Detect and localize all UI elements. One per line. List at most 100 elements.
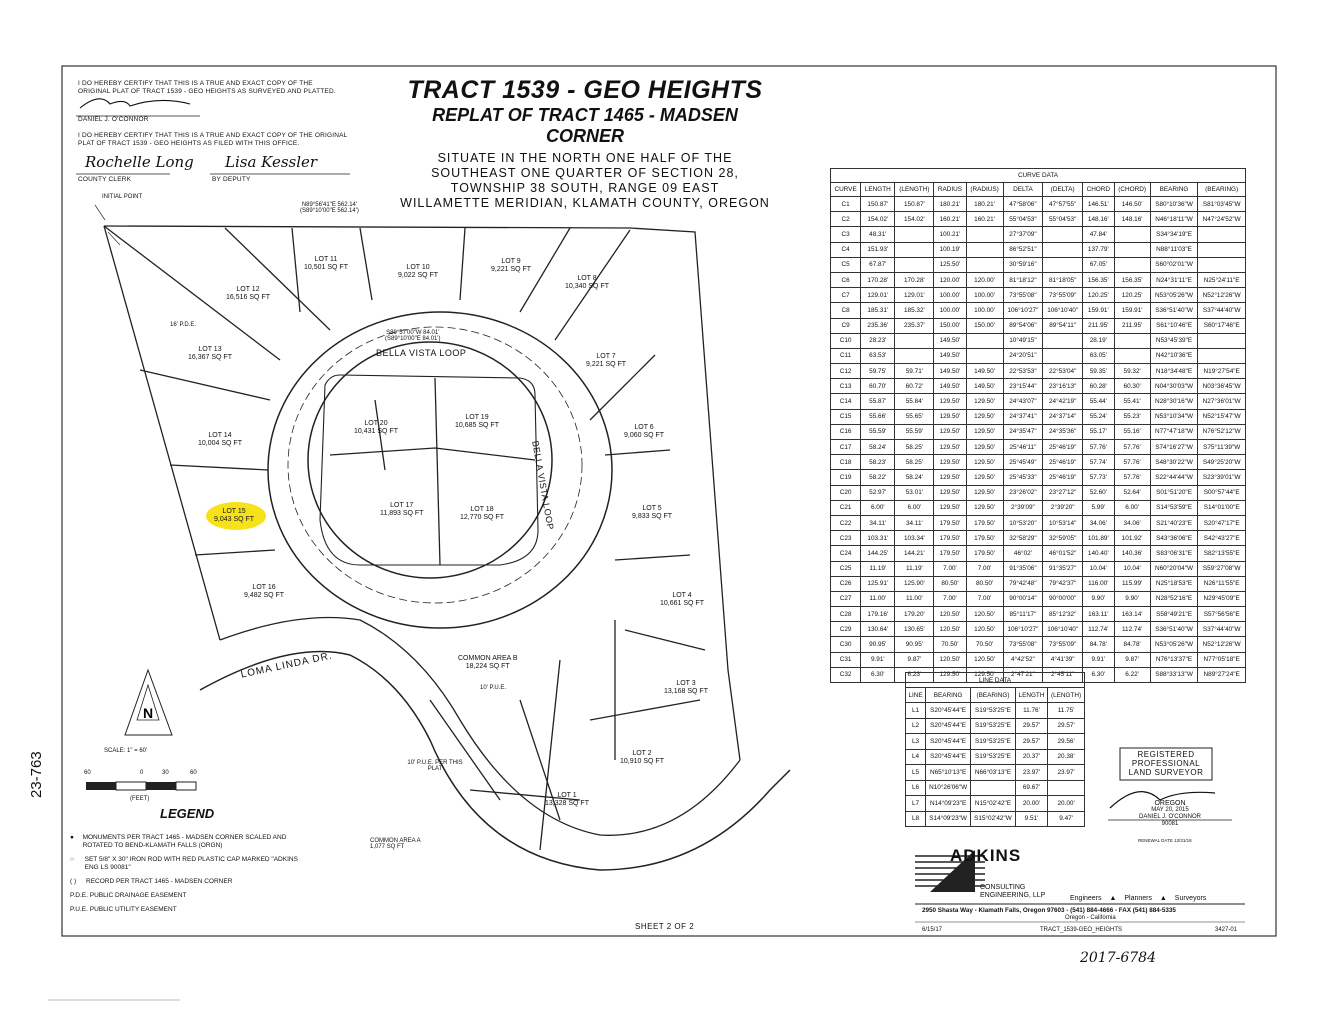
curve-cell: C13: [829, 378, 862, 395]
scale-bar: [86, 781, 197, 791]
curve-cell: 235.36': [860, 317, 896, 334]
curve-cell: 55.44': [1082, 393, 1115, 410]
curve-cell: C15: [829, 408, 862, 425]
curve-cell: 130.65': [894, 621, 935, 638]
lot-14-area: 10,004 SQ FT: [198, 440, 242, 447]
curve-cell: 129.50': [933, 438, 967, 456]
line-header-cell: (LENGTH): [1047, 687, 1085, 703]
curve-cell: 129.50': [965, 484, 1004, 501]
curve-cell: 22°53'53": [1002, 363, 1044, 380]
inner-bearing: S89°57'00"W 84.01' (S89°10'00"E 84.01'): [385, 330, 441, 342]
curve-cell: C11: [829, 347, 862, 365]
curve-cell: 120.25': [1113, 287, 1151, 304]
curve-cell: 59.71': [894, 363, 935, 380]
curve-cell: 24°37'41": [1002, 408, 1044, 425]
curve-cell: 129.50': [965, 393, 1004, 410]
line-cell: S15°02'42"W: [970, 810, 1016, 827]
lot-11-area: 10,501 SQ FT: [304, 264, 348, 271]
curve-cell: 55.84': [894, 393, 935, 410]
curve-cell: 59.32': [1113, 363, 1151, 380]
curve-cell: 57.76': [1113, 454, 1151, 471]
line-cell: S14°09'23"W: [925, 810, 972, 827]
curve-cell: 9.87': [1113, 651, 1151, 668]
curve-cell: C20: [829, 484, 862, 501]
curve-cell: 73°55'09": [1042, 636, 1084, 653]
curve-cell: 6.30': [1082, 666, 1115, 684]
curve-cell: S14°01'00"E: [1197, 499, 1246, 516]
curve-header-cell: CURVE: [829, 182, 862, 197]
lot-1-name: LOT 1: [557, 792, 577, 799]
lot-7-name: LOT 7: [596, 353, 616, 360]
curve-cell: 55.66': [860, 408, 896, 425]
line-cell: L7: [904, 795, 927, 812]
curve-cell: 148.16': [1082, 211, 1115, 228]
curve-cell: 81°18'05": [1042, 271, 1084, 289]
curve-cell: 130.64': [860, 621, 896, 638]
curve-cell: 11.19': [860, 560, 896, 577]
curve-cell: 53.01': [894, 484, 935, 501]
sheet-border: [61, 65, 1277, 937]
line-cell: 9.51': [1014, 810, 1049, 827]
title-block: TRACT 1539 - GEO HEIGHTS REPLAT OF TRACT…: [395, 76, 775, 211]
lot-6-name: LOT 6: [634, 424, 654, 431]
lot-2-name: LOT 2: [632, 750, 652, 757]
curve-cell: 47°58'06": [1002, 195, 1044, 213]
curve-cell: 60.30': [1113, 378, 1151, 395]
lot-2-area: 10,910 SQ FT: [620, 758, 664, 765]
curve-cell: 85°11'17": [1002, 606, 1044, 623]
curve-cell: 86°52'51": [1002, 241, 1044, 258]
curve-cell: C2: [829, 211, 862, 228]
curve-cell: 32°58'29": [1002, 530, 1044, 547]
curve-cell: 149.50': [965, 363, 1004, 380]
curve-cell: S80°10'36"W: [1149, 195, 1199, 213]
curve-cell: C10: [829, 332, 862, 349]
line-cell: S19°53'25"E: [970, 717, 1016, 734]
curve-cell: 57.76': [1113, 438, 1151, 456]
curve-cell: 185.32': [894, 302, 935, 319]
curve-cell: 185.31': [860, 302, 896, 319]
curve-cell: 179.50': [965, 530, 1004, 547]
curve-cell: 57.76': [1082, 438, 1115, 456]
curve-cell: 170.28': [860, 271, 896, 289]
lot-4-area: 10,661 SQ FT: [660, 600, 704, 607]
curve-cell: [894, 256, 935, 273]
curve-cell: 52.97': [860, 484, 896, 501]
common-area-a-label: COMMON AREA A 1,077 SQ FT: [370, 838, 421, 850]
footer-job: 3427-01: [1215, 927, 1238, 933]
lot-20-name: LOT 20: [364, 420, 388, 427]
curve-cell: 106°10'40": [1042, 621, 1084, 638]
curve-cell: 140.36': [1113, 545, 1151, 562]
curve-cell: N47°24'52"W: [1197, 211, 1246, 228]
curve-cell: 2°39'09": [1002, 499, 1044, 516]
curve-cell: 34.11': [894, 514, 935, 532]
situate-1: SITUATE IN THE NORTH ONE HALF OF THE: [437, 151, 733, 165]
curve-cell: 59.35': [1082, 363, 1115, 380]
legend-item-text: SET 5/8" X 30" IRON ROD WITH RED PLASTIC…: [84, 856, 298, 871]
curve-cell: 84.78': [1113, 636, 1151, 653]
legend-title: LEGEND: [160, 806, 215, 821]
curve-cell: 149.50': [965, 378, 1004, 395]
curve-cell: 48.31': [860, 226, 896, 243]
curve-cell: 25°46'11": [1002, 438, 1044, 456]
curve-cell: N26°11'55"E: [1197, 575, 1246, 592]
line-cell: L6: [904, 779, 927, 796]
curve-cell: 129.50': [933, 499, 967, 516]
stamp-number: 90081: [1161, 821, 1179, 827]
curve-cell: S42°43'27"E: [1197, 530, 1246, 547]
company-sub1: CONSULTING: [980, 884, 1026, 891]
lot-7-area: 9,221 SQ FT: [586, 361, 627, 368]
curve-cell: [1042, 241, 1084, 258]
scale-tick-1: 0: [140, 770, 144, 776]
